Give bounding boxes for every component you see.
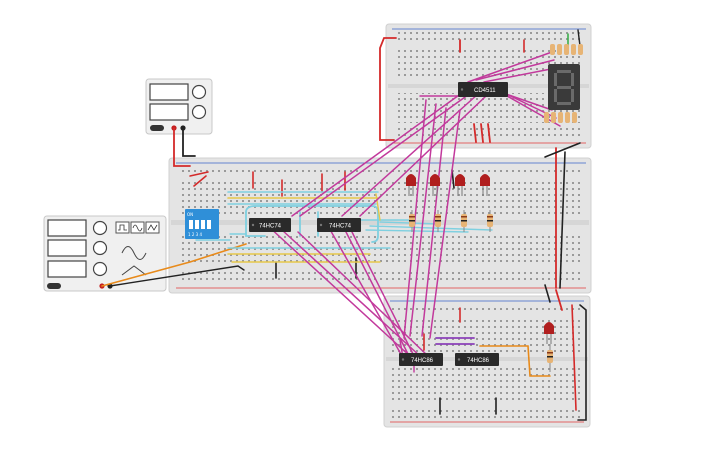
current-knob xyxy=(191,104,207,120)
dip-switch[interactable]: ON 1 2 3 4 xyxy=(185,209,219,239)
chip-74hc86-b[interactable]: 74HC86 xyxy=(455,353,499,366)
resistor-bank-top xyxy=(550,44,583,55)
breadboard-middle[interactable] xyxy=(168,157,592,294)
dc-power-supply[interactable] xyxy=(145,78,213,135)
resistors[interactable] xyxy=(409,44,583,372)
chip-cd4511-label: CD4511 xyxy=(474,88,496,94)
generator-power-switch xyxy=(47,283,61,289)
current-display xyxy=(149,103,189,121)
voltage-display xyxy=(149,83,189,101)
dip-toggle-3[interactable] xyxy=(201,220,205,229)
power-switch xyxy=(150,125,164,131)
segment-digit-icon xyxy=(554,70,574,105)
dip-switch-positions: 1 2 3 4 xyxy=(188,232,202,237)
dip-toggle-2[interactable] xyxy=(195,220,199,229)
square-wave-button[interactable] xyxy=(115,221,130,234)
resistor-5 xyxy=(547,344,553,372)
resistor-bank-bottom xyxy=(544,112,577,123)
seven-segment-display[interactable] xyxy=(548,64,580,110)
chip-74hc86-a-label: 74HC86 xyxy=(411,358,434,364)
voltage-knob xyxy=(191,84,207,100)
sine-wave-button[interactable] xyxy=(130,221,145,234)
chip-74hc74-b[interactable]: 74HC74 xyxy=(317,218,361,232)
signal-wires-bottom xyxy=(413,337,551,377)
waveform-preview-icon xyxy=(121,246,147,260)
waveform-preview-icon xyxy=(121,265,147,276)
led-5 xyxy=(544,322,554,344)
led-1 xyxy=(406,174,416,196)
resistor-3 xyxy=(461,210,467,232)
resistor-2 xyxy=(435,210,441,232)
chip-cd4511[interactable]: CD4511 xyxy=(458,82,508,97)
led-2 xyxy=(430,174,440,196)
dip-toggle-1[interactable] xyxy=(189,220,193,229)
signal-wires-magenta xyxy=(267,51,561,365)
resistor-1 xyxy=(409,210,415,232)
resistor-4 xyxy=(487,210,493,232)
chip-74hc74-b-label: 74HC74 xyxy=(329,224,352,230)
led-4 xyxy=(480,174,490,196)
chip-74hc74-a[interactable]: 74HC74 xyxy=(249,218,291,232)
led-3 xyxy=(455,174,465,196)
chip-74hc86-b-label: 74HC86 xyxy=(467,358,490,364)
chip-74hc74-a-label: 74HC74 xyxy=(259,224,282,230)
led-array[interactable] xyxy=(406,174,554,344)
chip-74hc86-a[interactable]: 74HC86 xyxy=(399,353,443,366)
triangle-wave-button[interactable] xyxy=(145,221,160,234)
power-wires xyxy=(101,29,587,421)
dip-toggle-4[interactable] xyxy=(207,220,211,229)
dip-switch-on-label: ON xyxy=(187,212,193,217)
